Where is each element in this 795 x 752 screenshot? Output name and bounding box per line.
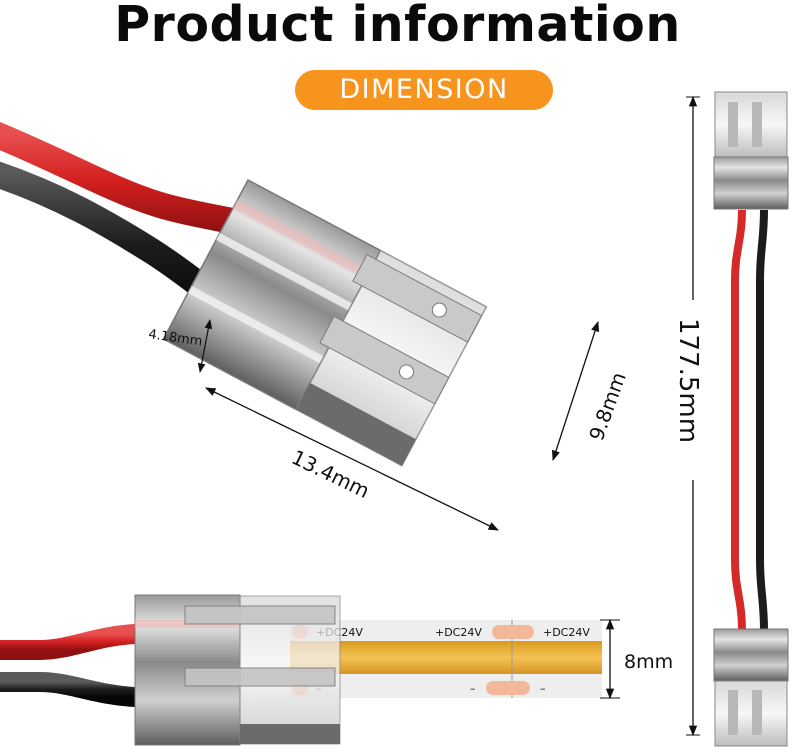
strip-positive-label: +DC24V	[435, 626, 482, 639]
top-connector	[713, 91, 789, 210]
connector-width-label: 9.8mm	[584, 369, 631, 444]
black-wire-vertical	[756, 209, 768, 631]
red-wire-vertical	[731, 209, 746, 631]
main-connector-view: 4.18mm 13.4mm 9.8mm	[0, 122, 631, 531]
black-wire-bottom	[0, 672, 136, 707]
strip-negative-label: –	[540, 682, 546, 695]
full-cable-view: 177.5mm	[673, 91, 789, 747]
strip-positive-label: +DC24V	[543, 626, 590, 639]
dimension-badge: DIMENSION	[295, 70, 553, 110]
strip-connection-view: +DC24V +DC24V +DC24V – – – 8mm	[0, 594, 673, 746]
bottom-connector	[713, 628, 789, 747]
led-strip: +DC24V +DC24V +DC24V – – –	[290, 620, 602, 698]
total-length-label: 177.5mm	[673, 318, 703, 443]
strip-width-label: 8mm	[624, 651, 673, 673]
connector-length-label: 13.4mm	[288, 445, 374, 503]
strip-negative-label: –	[470, 682, 476, 695]
bottom-connector-housing	[134, 594, 341, 746]
cable-diameter-label: 4.18mm	[147, 327, 203, 349]
page-title: Product information	[114, 0, 681, 53]
red-wire-bottom	[0, 624, 136, 660]
